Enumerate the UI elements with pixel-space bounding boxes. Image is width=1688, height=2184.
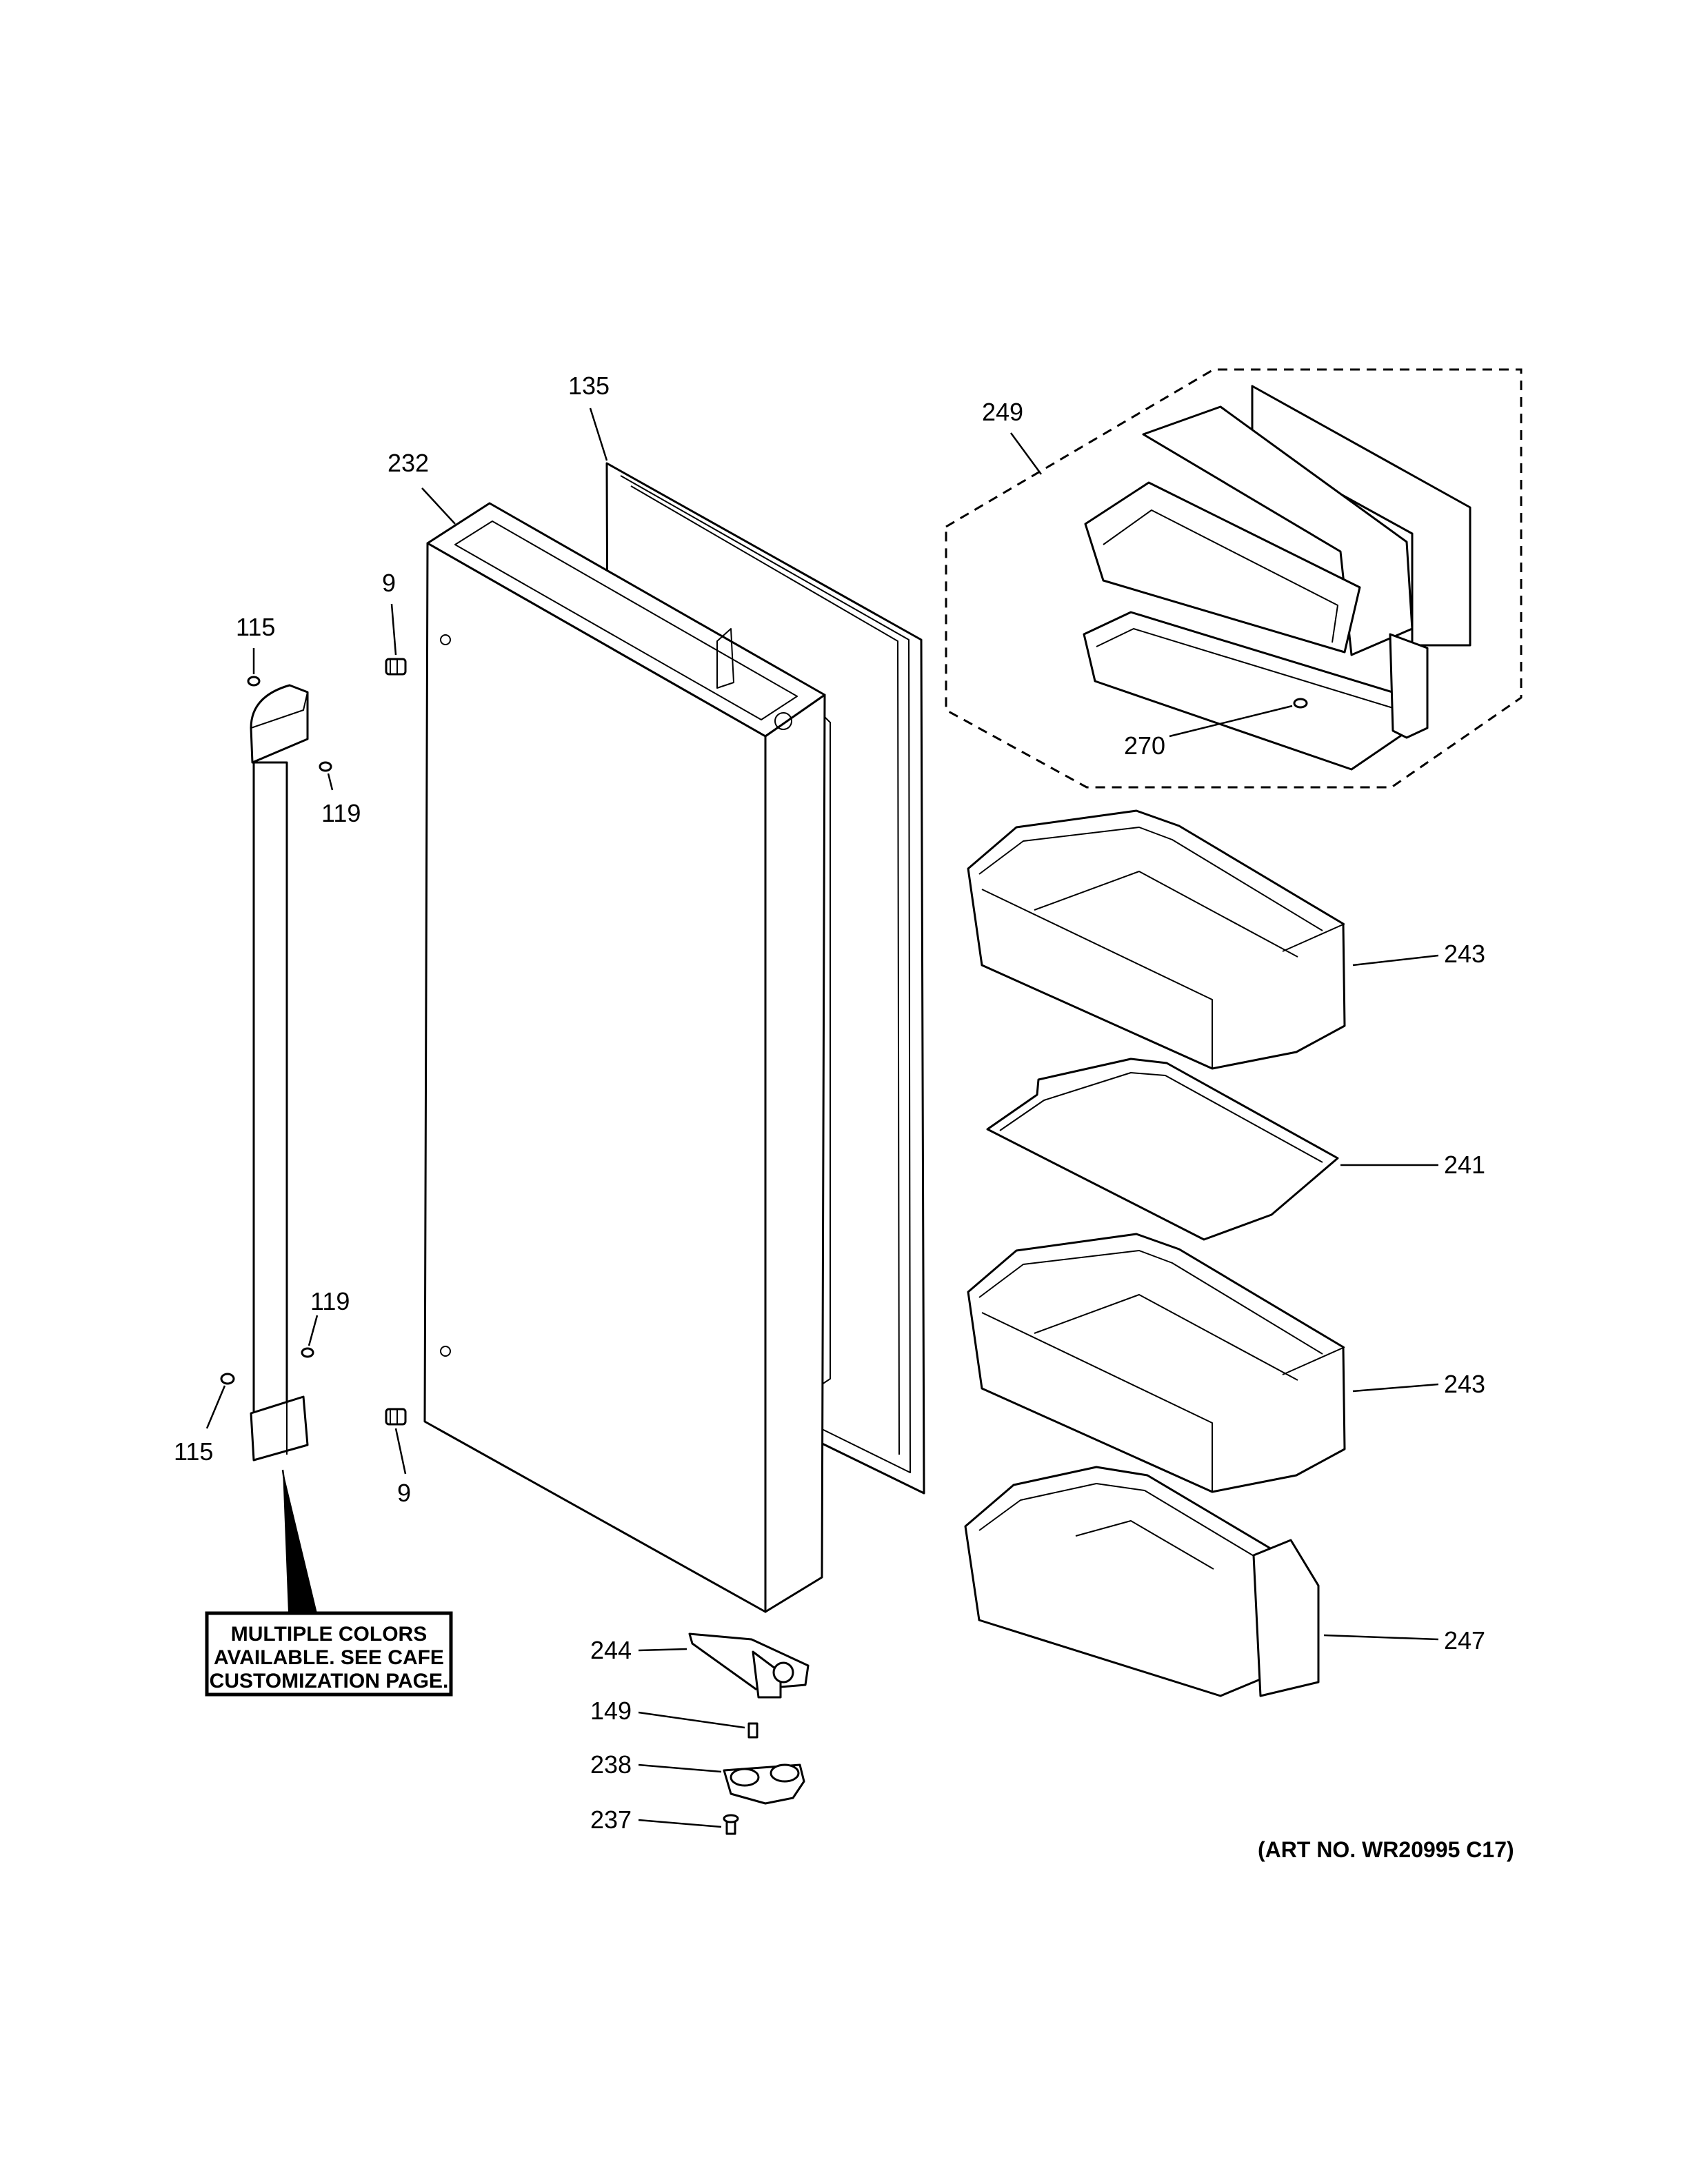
callout-149: 149 — [590, 1697, 632, 1725]
door-shelf — [986, 1058, 1339, 1241]
leader-119-top — [327, 773, 334, 791]
color-options-note: MULTIPLE COLORS AVAILABLE. SEE CAFE CUST… — [205, 1469, 453, 1697]
note-pointer — [283, 1470, 317, 1613]
callout-9-bottom: 9 — [397, 1479, 411, 1507]
note-line-3: CUSTOMIZATION PAGE. — [210, 1670, 449, 1692]
leader-119-bottom — [308, 1315, 319, 1346]
leader-270 — [1169, 705, 1293, 738]
callout-249: 249 — [982, 398, 1023, 426]
callout-135: 135 — [568, 372, 610, 400]
hinge-bracket — [723, 1763, 805, 1805]
refrigerator-door — [423, 502, 831, 1613]
callout-237: 237 — [590, 1806, 632, 1834]
leader-244 — [638, 1648, 687, 1652]
note-line-1: MULTIPLE COLORS — [231, 1623, 427, 1646]
callout-270: 270 — [1124, 731, 1165, 760]
callout-labels: 135 232 249 270 9 9 115 115 119 119 243 … — [174, 372, 1485, 1834]
leader-237 — [638, 1819, 722, 1828]
upper-bin-assembly — [1083, 385, 1471, 771]
callout-232: 232 — [388, 449, 429, 477]
callout-119-bottom: 119 — [310, 1287, 350, 1315]
callout-115-bottom: 115 — [174, 1437, 213, 1466]
leader-115-bottom — [205, 1385, 226, 1429]
note-leader — [281, 1469, 303, 1614]
leader-lines — [205, 407, 1439, 1828]
callout-238: 238 — [590, 1750, 632, 1779]
door-handle — [250, 684, 309, 1462]
callout-244: 244 — [590, 1636, 632, 1664]
set-screw-119-top — [319, 761, 332, 772]
door-bin-lower — [967, 1233, 1346, 1493]
handle-stud-top — [385, 658, 407, 676]
leader-135 — [589, 407, 608, 461]
callout-9-top: 9 — [382, 569, 396, 597]
set-screw-119-bottom — [301, 1347, 314, 1358]
leader-243-bottom — [1352, 1383, 1439, 1393]
callout-115-top: 115 — [236, 613, 275, 641]
leader-9-top — [390, 603, 397, 656]
leader-243-top — [1352, 954, 1439, 967]
leader-249 — [1009, 432, 1043, 475]
leader-9-bottom — [394, 1428, 407, 1475]
note-box — [205, 1611, 453, 1697]
callout-243-top: 243 — [1444, 940, 1485, 968]
door-bin-upper — [967, 809, 1346, 1070]
callout-241: 241 — [1444, 1151, 1485, 1179]
note-line-2: AVAILABLE. SEE CAFE — [214, 1646, 444, 1669]
leader-232 — [421, 487, 456, 525]
callout-243-bottom: 243 — [1444, 1370, 1485, 1398]
leader-247 — [1323, 1634, 1439, 1641]
door-hinge — [688, 1632, 810, 1699]
set-screw-115-bottom — [220, 1373, 235, 1385]
art-number: (ART NO. WR20995 C17) — [1258, 1837, 1514, 1862]
hinge-screw-149 — [747, 1722, 758, 1739]
door-bin-bottom — [964, 1466, 1320, 1697]
handle-stud-bottom — [385, 1408, 407, 1426]
set-screw-115-top — [247, 676, 261, 687]
callout-119-top: 119 — [321, 799, 361, 827]
leader-149 — [638, 1711, 745, 1729]
bracket-screw-237 — [723, 1814, 739, 1835]
bin-assembly-boundary — [945, 368, 1523, 789]
callout-247: 247 — [1444, 1626, 1485, 1655]
leader-238 — [638, 1763, 722, 1773]
